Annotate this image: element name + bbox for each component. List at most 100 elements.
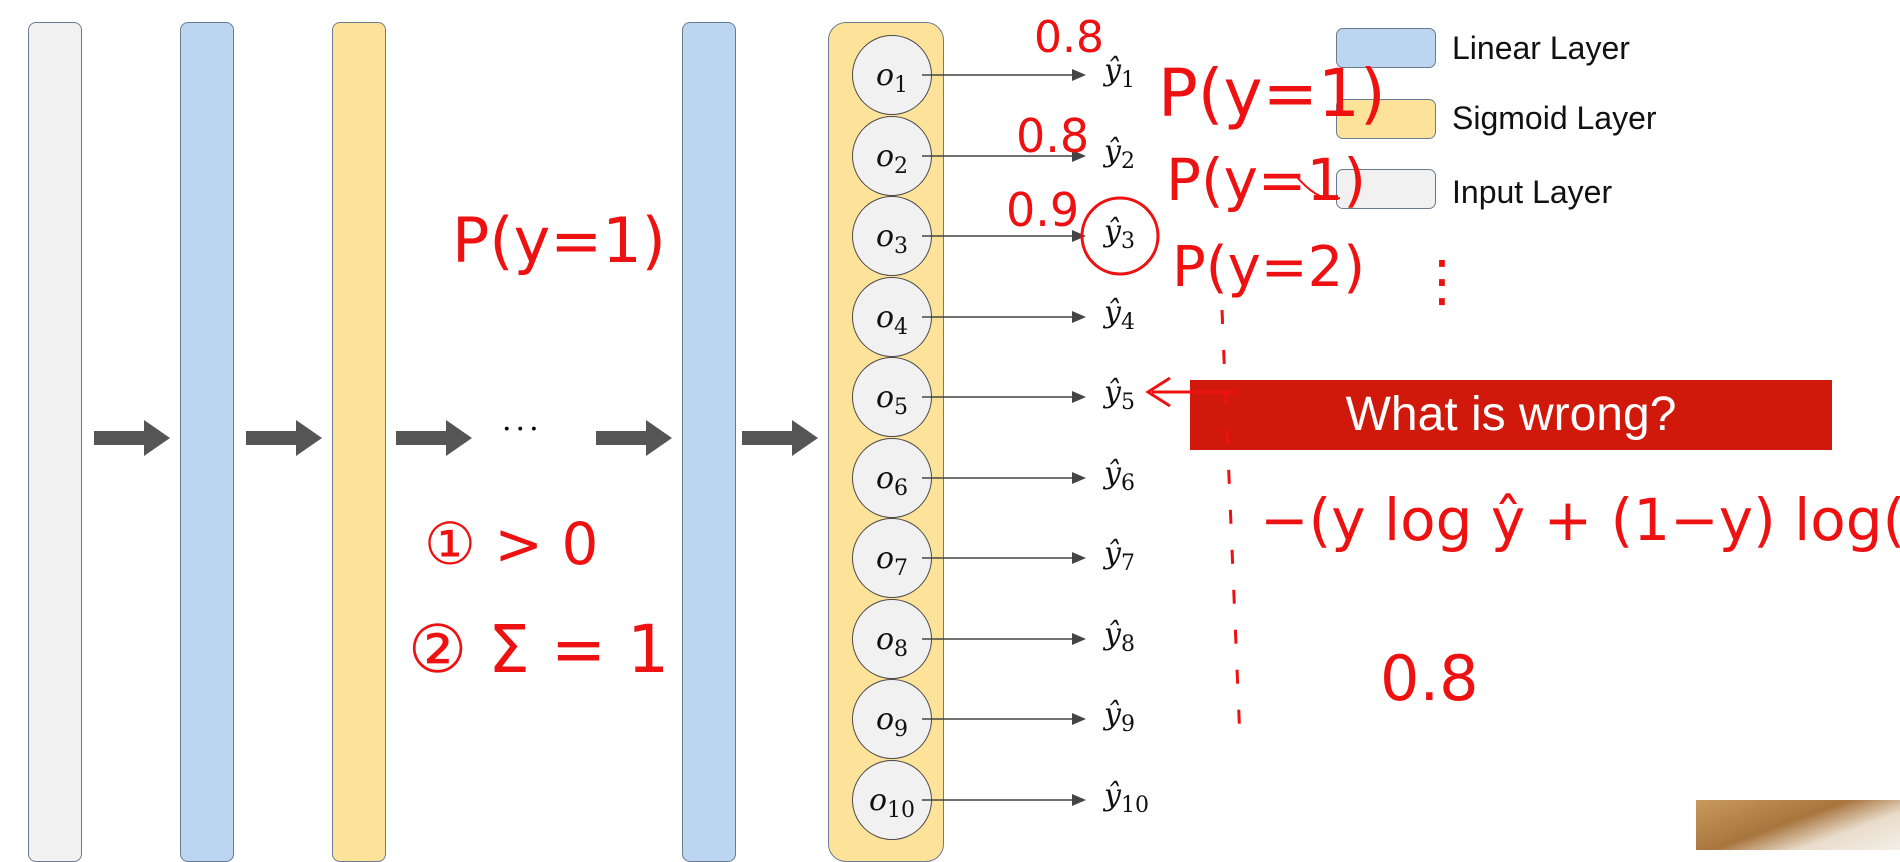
neuron-symbol: o (875, 702, 895, 737)
annotation-val-1: 0.8 (1034, 12, 1104, 63)
annotation-p-y1-top: P(y=1) (1158, 55, 1386, 132)
annotation-val-bottom: 0.8 (1380, 642, 1479, 715)
output-yhat: ŷ7 (1104, 536, 1135, 576)
annotation-condition-2: ② Σ = 1 (408, 611, 669, 688)
neuron-index: 4 (894, 314, 909, 340)
output-neuron: o3 (852, 196, 932, 276)
yhat-symbol: ŷ (1104, 616, 1121, 652)
legend-label-linear: Linear Layer (1452, 30, 1630, 66)
output-yhat: ŷ9 (1104, 697, 1135, 737)
annotation-condition-1: ① > 0 (424, 510, 598, 578)
output-yhat: ŷ5 (1104, 375, 1135, 415)
output-neuron: o6 (852, 437, 932, 518)
output-neuron: o2 (852, 115, 932, 196)
neuron-symbol: o (875, 380, 895, 415)
legend-label-input: Input Layer (1452, 174, 1613, 210)
neuron-symbol: o (875, 219, 895, 254)
layer-arrow-4 (596, 420, 672, 456)
neuron-symbol: o (868, 782, 888, 818)
neuron-symbol: o (875, 138, 895, 174)
output-yhat: ŷ4 (1104, 295, 1135, 335)
neuron-index: 9 (894, 717, 909, 742)
yhat-symbol: ŷ (1104, 777, 1121, 813)
output-yhat: ŷ1 (1104, 53, 1135, 93)
annotation-p-y2: P(y=2) (1172, 235, 1365, 300)
neuron-index: 10 (887, 797, 916, 823)
yhat-index: 10 (1120, 792, 1149, 818)
output-neuron: o5 (852, 357, 932, 437)
output-neuron: o1 (852, 35, 932, 115)
layer-arrow-1 (94, 420, 170, 456)
yhat-index: 1 (1120, 68, 1135, 93)
legend-swatch-input (1336, 169, 1436, 209)
annotation-p-y1-left: P(y=1) (452, 204, 666, 277)
neuron-index: 6 (894, 475, 909, 501)
neuron-index: 5 (894, 395, 909, 420)
output-arrow (922, 552, 1086, 564)
output-neuron: o4 (852, 276, 932, 357)
yhat-symbol: ŷ (1104, 375, 1121, 410)
neuron-index: 1 (894, 73, 909, 98)
neuron-symbol: o (875, 541, 895, 576)
annotation-val-2: 0.8 (1016, 109, 1089, 163)
what-is-wrong-banner: What is wrong? (1190, 380, 1832, 450)
output-arrow (922, 149, 1086, 162)
output-yhat: ŷ8 (1104, 617, 1135, 657)
neuron-index: 2 (894, 153, 909, 179)
yhat-index: 4 (1120, 309, 1135, 335)
linear-layer-bar-1 (180, 22, 234, 862)
annotation-circle-y3 (1080, 196, 1160, 276)
legend-swatch-sigmoid (1336, 99, 1436, 139)
legend-swatch-linear (1336, 28, 1436, 68)
output-arrow (922, 793, 1086, 806)
output-neuron: o9 (852, 679, 932, 759)
annotation-dashed-line (1220, 309, 1242, 741)
annotation-val-3: 0.9 (1006, 183, 1079, 237)
yhat-symbol: ŷ (1104, 53, 1121, 88)
yhat-symbol: ŷ (1104, 536, 1121, 571)
output-yhat: ŷ6 (1104, 456, 1135, 496)
yhat-symbol: ŷ (1104, 294, 1121, 330)
output-arrow (922, 471, 1086, 484)
neuron-index: 3 (894, 234, 909, 259)
output-yhat: ŷ2 (1104, 134, 1135, 174)
layer-arrow-2 (246, 420, 322, 456)
neuron-symbol: o (875, 460, 895, 496)
layer-arrow-3 (396, 420, 472, 456)
annotation-link-stroke (1295, 175, 1341, 200)
layer-arrow-5 (742, 420, 818, 456)
neuron-index: 8 (894, 636, 909, 662)
yhat-symbol: ŷ (1104, 214, 1121, 249)
annotation-loss-formula: −(y log ŷ + (1−y) log(1−ŷ)) (1260, 486, 1900, 554)
neuron-symbol: o (875, 58, 895, 93)
output-yhat: ŷ10 (1104, 778, 1149, 818)
yhat-index: 6 (1120, 470, 1135, 496)
annotation-dots: ⋮ (1414, 249, 1470, 314)
yhat-index: 5 (1120, 390, 1135, 415)
output-neuron: o7 (852, 518, 932, 598)
yhat-symbol: ŷ (1104, 133, 1121, 169)
neuron-index: 7 (894, 556, 909, 581)
yhat-index: 9 (1120, 712, 1135, 737)
annotation-arrow-to-y5 (1145, 376, 1236, 408)
output-yhat: ŷ3 (1104, 214, 1135, 254)
input-layer-bar (28, 22, 82, 862)
output-arrow (922, 391, 1086, 403)
yhat-index: 8 (1120, 631, 1135, 657)
neuron-symbol: o (875, 299, 895, 335)
yhat-index: 2 (1120, 148, 1135, 174)
output-arrow (922, 230, 1086, 242)
output-arrow (922, 69, 1086, 81)
output-arrow (922, 310, 1086, 323)
yhat-index: 3 (1120, 229, 1135, 254)
annotation-p-y1-second: P(y=1) (1166, 146, 1366, 214)
yhat-symbol: ŷ (1104, 455, 1121, 491)
yhat-symbol: ŷ (1104, 697, 1121, 732)
legend-label-sigmoid: Sigmoid Layer (1452, 100, 1657, 136)
webcam-thumbnail (1696, 800, 1900, 850)
layers-ellipsis: ··· (502, 412, 543, 447)
output-neuron: o10 (852, 759, 932, 840)
linear-layer-bar-2 (682, 22, 736, 862)
yhat-index: 7 (1120, 551, 1135, 576)
